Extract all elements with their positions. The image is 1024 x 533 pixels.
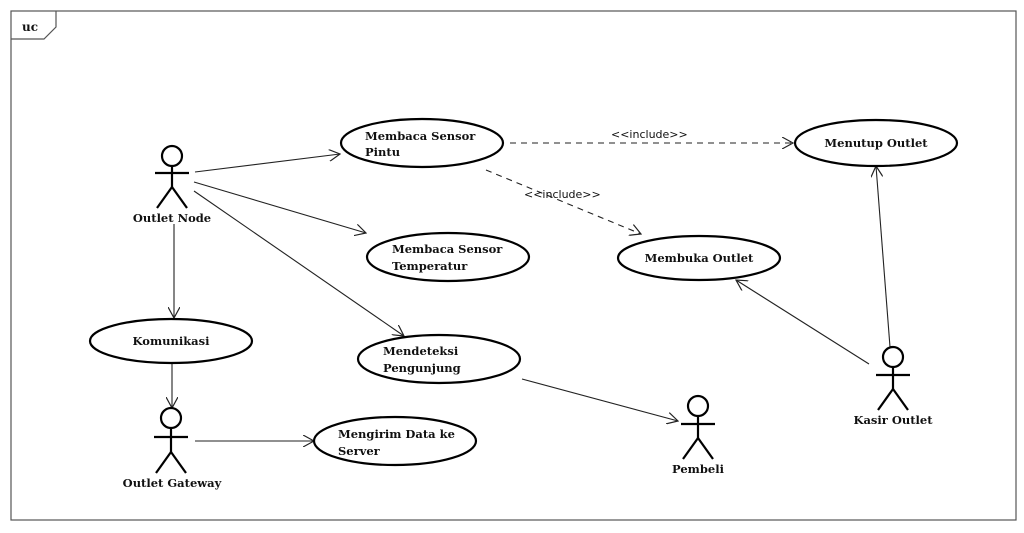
assoc-node-temperatur [193, 181, 366, 233]
include-label-1: <<include>> [611, 128, 688, 141]
assoc-kasir-menutup [876, 166, 891, 348]
include-label-2: <<include>> [524, 188, 601, 201]
svg-text:Mendeteksi: Mendeteksi [383, 344, 459, 358]
use-case-menutup-outlet[interactable]: Menutup Outlet [793, 118, 959, 168]
assoc-kasir-membuka [736, 280, 870, 365]
svg-text:Membaca Sensor: Membaca Sensor [365, 129, 476, 143]
actor-kasir-outlet[interactable]: Kasir Outlet [853, 345, 933, 427]
stick-figure-icon [154, 406, 188, 474]
svg-text:Outlet Node: Outlet Node [133, 211, 211, 225]
svg-text:Pintu: Pintu [365, 145, 400, 159]
svg-text:Pengunjung: Pengunjung [383, 361, 461, 375]
svg-text:Membuka Outlet: Membuka Outlet [645, 251, 754, 265]
use-case-komunikasi[interactable]: Komunikasi [88, 317, 254, 365]
svg-text:Outlet Gateway: Outlet Gateway [123, 476, 222, 490]
svg-text:Menutup Outlet: Menutup Outlet [824, 136, 928, 150]
use-case-membaca-sensor-pintu[interactable]: Membaca Sensor Pintu [339, 117, 505, 169]
svg-text:Kasir Outlet: Kasir Outlet [853, 413, 933, 427]
assoc-mendeteksi-pembeli [521, 378, 678, 421]
include-pintu-membuka [485, 169, 641, 234]
associations [172, 154, 891, 441]
svg-text:Pembeli: Pembeli [672, 462, 725, 476]
svg-text:Komunikasi: Komunikasi [133, 334, 211, 348]
svg-text:Mengirim Data ke: Mengirim Data ke [338, 427, 455, 441]
svg-text:Server: Server [338, 444, 381, 458]
svg-text:Membaca Sensor: Membaca Sensor [392, 242, 503, 256]
actor-outlet-node[interactable]: Outlet Node [133, 144, 211, 225]
use-case-membuka-outlet[interactable]: Membuka Outlet [616, 234, 782, 282]
assoc-node-mendeteksi [193, 190, 404, 336]
stick-figure-icon [681, 394, 715, 460]
frame-tag: uc [22, 20, 38, 34]
frame-tag-box [11, 11, 57, 40]
stick-figure-icon [155, 144, 189, 209]
diagram-frame: uc [10, 10, 1017, 521]
use-case-mendeteksi-pengunjung[interactable]: Mendeteksi Pengunjung [356, 333, 522, 385]
actor-outlet-gateway[interactable]: Outlet Gateway [123, 406, 222, 490]
stick-figure-icon [876, 345, 910, 411]
svg-text:Temperatur: Temperatur [392, 259, 468, 273]
include-dependencies: <<include>> <<include>> [485, 128, 793, 234]
actor-pembeli[interactable]: Pembeli [672, 394, 725, 476]
frame-border [10, 10, 1017, 521]
use-case-mengirim-data[interactable]: Mengirim Data ke Server [312, 415, 478, 467]
assoc-node-pintu [194, 154, 340, 173]
use-case-membaca-sensor-temperatur[interactable]: Membaca Sensor Temperatur [365, 231, 531, 283]
